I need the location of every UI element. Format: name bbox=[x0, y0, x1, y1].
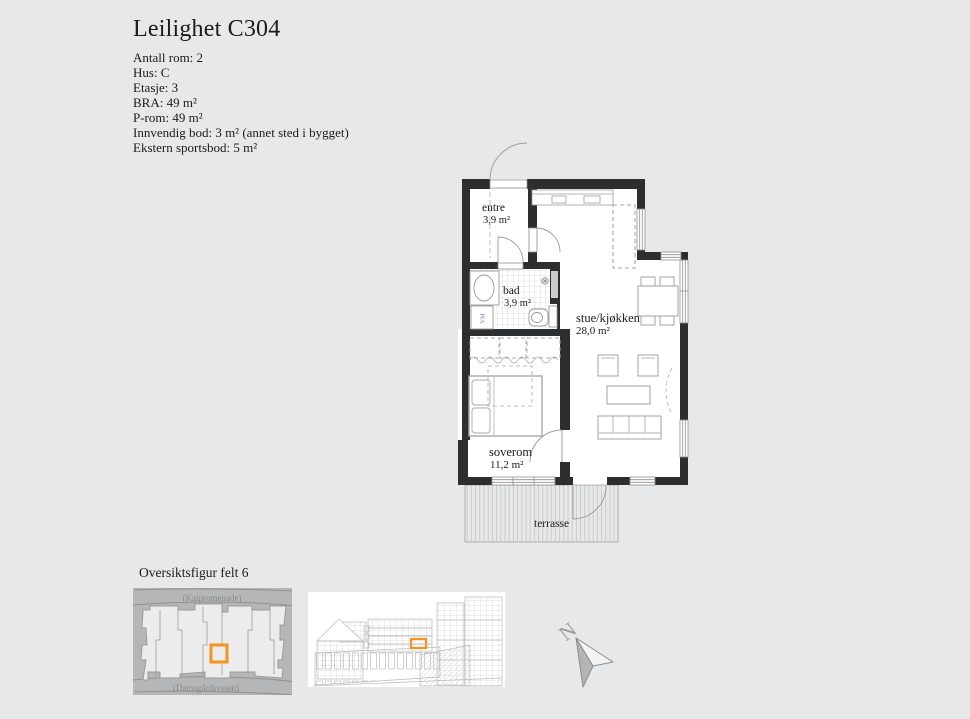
window-east-lower bbox=[679, 419, 689, 458]
room-area-entre: 3,9 m² bbox=[483, 215, 510, 226]
wardrobe bbox=[469, 337, 561, 359]
terrace bbox=[464, 484, 619, 543]
cooktop bbox=[583, 195, 601, 204]
window-east-upper bbox=[679, 259, 689, 324]
north-arrow-dark-wing bbox=[575, 637, 594, 688]
overview-map: (Kaipromenade) (Damsgårdsveien) bbox=[133, 588, 292, 695]
detail-innvendig-bod: Innvendig bod: 3 m² (annet sted i bygget… bbox=[133, 125, 349, 140]
room-label-bad: bad bbox=[503, 285, 520, 297]
window-south-bedroom bbox=[491, 476, 556, 486]
dining-table bbox=[637, 276, 679, 326]
overview-heading: Oversiktsfigur felt 6 bbox=[139, 565, 249, 580]
bathroom-fixtures bbox=[469, 270, 558, 330]
sketch-buildings bbox=[312, 596, 503, 687]
perspective-sketch bbox=[308, 592, 505, 687]
room-label-entre: entre bbox=[482, 202, 505, 214]
kitchen-dashed-zone bbox=[612, 204, 636, 269]
hall-livingroom-door bbox=[528, 227, 561, 253]
window-step-top bbox=[660, 251, 682, 261]
north-arrow: N bbox=[554, 617, 614, 688]
street-label-bottom: (Damsgårdsveien) bbox=[173, 683, 239, 693]
room-labels: entre 3,9 m² bad 3,9 m² stue/kjøkken 28,… bbox=[482, 202, 641, 530]
bed-alt-outline bbox=[487, 365, 533, 407]
sofa bbox=[597, 415, 662, 440]
wardrobe-garments bbox=[469, 356, 559, 364]
window-south-living bbox=[629, 476, 656, 486]
detail-antall-rom: Antall rom: 2 bbox=[133, 50, 204, 65]
map-building-divisions bbox=[155, 607, 275, 676]
kitchen-counter bbox=[531, 189, 636, 269]
detail-etasje: Etasje: 3 bbox=[133, 80, 179, 95]
detail-p-rom: P-rom: 49 m² bbox=[133, 110, 203, 125]
entrance-door bbox=[489, 142, 528, 189]
sketch-center-building bbox=[363, 618, 433, 653]
livingroom-furniture bbox=[597, 276, 679, 440]
page-title: Leilighet C304 bbox=[133, 16, 281, 42]
bed bbox=[468, 375, 543, 437]
washing-machine-label: VM bbox=[480, 313, 487, 324]
washing-machine bbox=[470, 305, 494, 330]
windows bbox=[491, 208, 689, 486]
detail-bra: BRA: 49 m² bbox=[133, 95, 197, 110]
east-wall-dashed-arc bbox=[665, 367, 673, 415]
room-area-soverom: 11,2 m² bbox=[490, 459, 524, 471]
apartment-details: Antall rom: 2 Hus: C Etasje: 3 BRA: 49 m… bbox=[133, 50, 349, 155]
duct-shaft bbox=[551, 271, 558, 298]
detail-ekstern-sportsbod: Ekstern sportsbod: 5 m² bbox=[133, 140, 258, 155]
street-label-top: (Kaipromenade) bbox=[183, 593, 242, 603]
room-area-bad: 3,9 m² bbox=[504, 298, 531, 309]
walls bbox=[458, 179, 688, 485]
room-label-soverom: soverom bbox=[489, 445, 532, 459]
map-building-block bbox=[140, 603, 287, 681]
doors bbox=[489, 142, 607, 520]
sketch-ground-line bbox=[312, 677, 503, 687]
shower-head-icon bbox=[541, 277, 549, 285]
room-area-stue: 28,0 m² bbox=[576, 325, 611, 337]
coffee-table bbox=[606, 385, 651, 405]
window-north-east bbox=[636, 208, 646, 251]
toilet bbox=[528, 305, 558, 328]
bathroom-door bbox=[497, 236, 524, 270]
detail-hus: Hus: C bbox=[133, 65, 170, 80]
bedroom-furniture bbox=[468, 337, 561, 437]
map-highlight-square bbox=[209, 643, 229, 664]
room-label-terrasse: terrasse bbox=[534, 518, 569, 530]
bedroom-door bbox=[529, 429, 563, 463]
terrace-decking bbox=[464, 484, 619, 543]
sink bbox=[469, 270, 500, 306]
sketch-highlight-rect bbox=[409, 637, 428, 650]
kitchen-sink bbox=[551, 195, 567, 204]
armchairs bbox=[597, 354, 659, 377]
room-label-stue: stue/kjøkken bbox=[576, 311, 641, 325]
terrace-door bbox=[572, 485, 607, 520]
sketch-front-row bbox=[314, 646, 441, 686]
